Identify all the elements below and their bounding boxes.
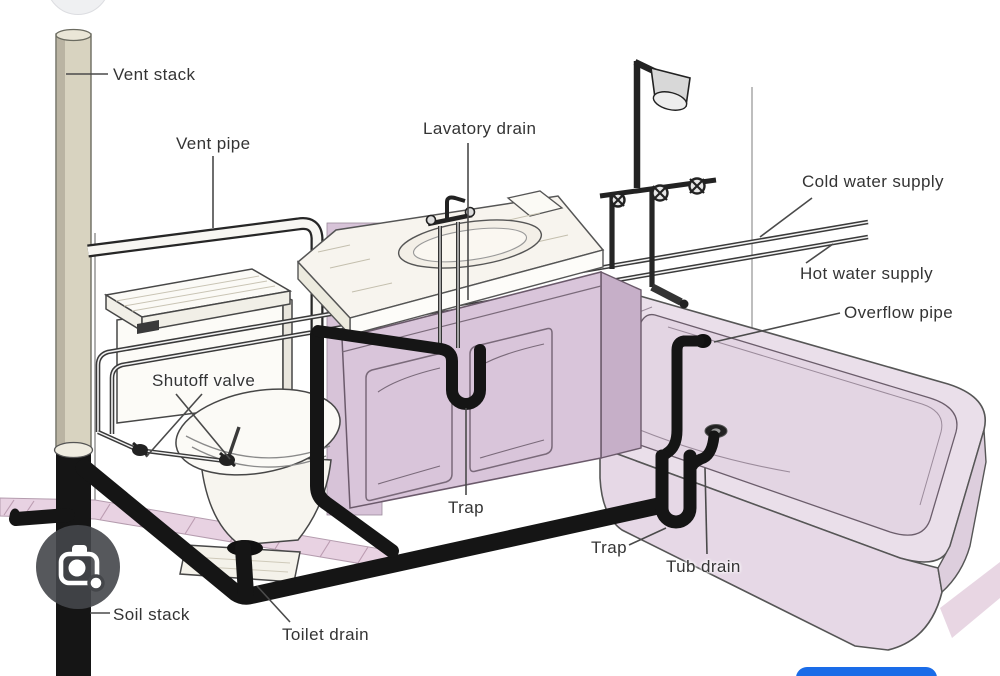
label-shutoff-valve: Shutoff valve	[152, 371, 256, 390]
vent-pipe	[87, 217, 324, 334]
cleanout-stub	[9, 508, 75, 526]
backsplash	[506, 190, 564, 217]
label-overflow-pipe: Overflow pipe	[844, 303, 954, 322]
label-vent-pipe: Vent pipe	[176, 134, 251, 153]
label-soil-stack: Soil stack	[113, 605, 190, 624]
flush-handle	[137, 320, 159, 334]
shutoff-valves	[132, 441, 236, 468]
shower	[599, 59, 717, 208]
label-hot-water-supply: Hot water supply	[800, 264, 934, 283]
vanity	[296, 190, 642, 509]
cabinet-door	[469, 327, 553, 473]
label-tub-drain: Tub drain	[666, 557, 741, 576]
vent-stack-pipe	[55, 28, 92, 453]
cabinet-door	[365, 350, 453, 502]
label-toilet-drain: Toilet drain	[282, 625, 370, 644]
floor-right	[940, 562, 1000, 638]
label-cold-water-supply: Cold water supply	[802, 172, 944, 191]
supply-lines	[95, 190, 869, 468]
tub-trap-pipe	[655, 449, 697, 529]
drain-pipes	[9, 325, 728, 605]
camera-lens-button[interactable]	[36, 525, 120, 609]
label-sink-trap: Trap	[448, 498, 484, 517]
sink-trap-pipe	[312, 325, 486, 410]
overflow-pipe	[657, 335, 705, 462]
lavatory-drain-vertical	[310, 327, 399, 558]
label-lavatory-drain: Lavatory drain	[423, 119, 537, 138]
tub-spout	[650, 283, 683, 306]
bottom-action-button[interactable]	[796, 667, 937, 676]
label-tub-trap: Trap	[591, 538, 627, 557]
leader-lines	[66, 73, 841, 623]
camera-lens-icon	[58, 545, 105, 592]
toilet-drain-stub	[235, 540, 254, 602]
shower-handles	[610, 177, 706, 208]
label-vent-stack: Vent stack	[113, 65, 196, 84]
